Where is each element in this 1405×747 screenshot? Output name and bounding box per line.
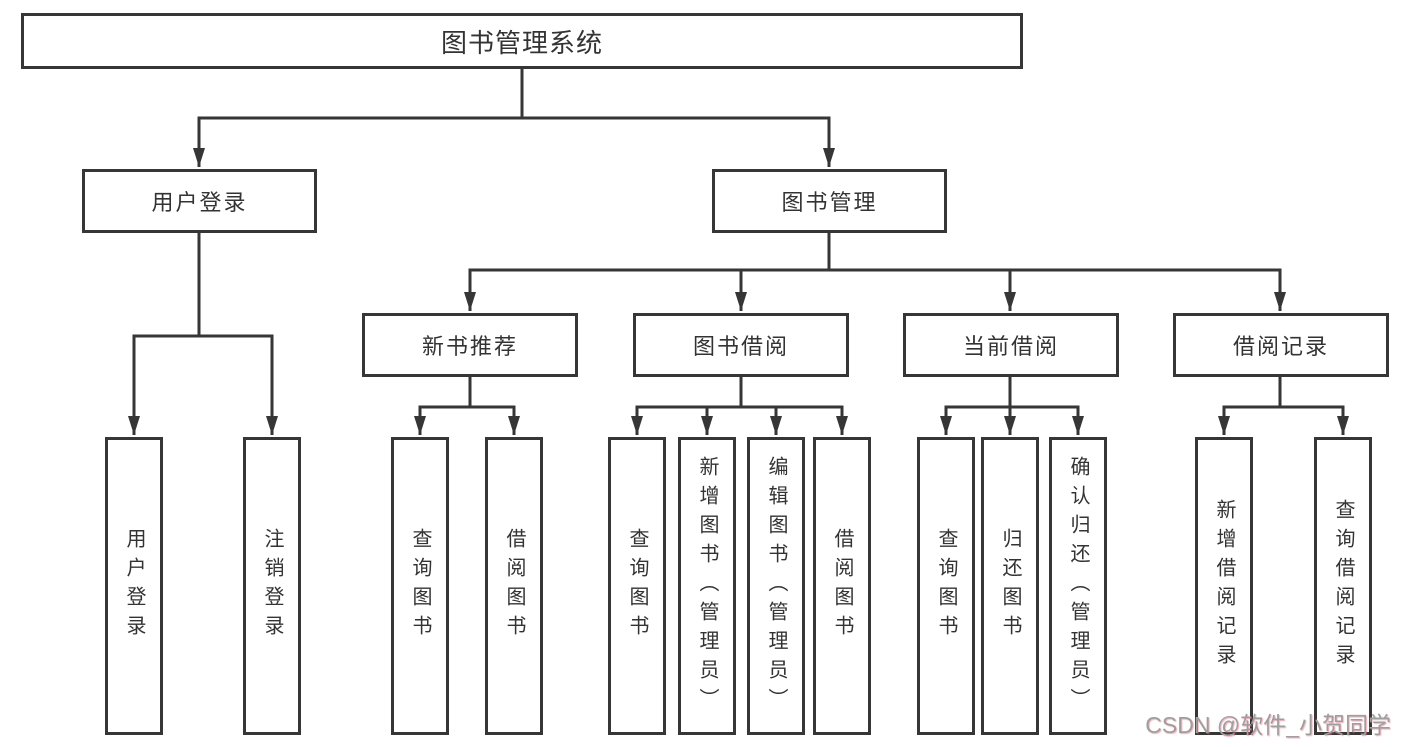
- node-label: 图书借阅: [692, 334, 789, 359]
- node-book-management: 图书管理: [712, 169, 947, 233]
- node-label: 确认归还（管理员）: [1067, 455, 1089, 717]
- node-label: 注销登录: [261, 528, 283, 644]
- leaf-borrow-books-borrow: 借阅图书: [813, 437, 871, 735]
- node-label: 查询图书: [935, 528, 957, 644]
- connector-book-management-children: [464, 231, 1286, 311]
- leaf-confirm-return-admin: 确认归还（管理员）: [1049, 437, 1107, 735]
- node-label: 新增图书（管理员）: [696, 455, 718, 717]
- leaf-query-books-borrow: 查询图书: [608, 437, 666, 735]
- node-label: 查询借阅记录: [1332, 499, 1354, 673]
- node-label: 图书管理: [781, 190, 878, 215]
- connector-user-login-children: [128, 231, 278, 435]
- connector-borrow-records-children: [1218, 375, 1349, 435]
- node-borrow-records: 借阅记录: [1173, 313, 1389, 377]
- node-label: 借阅图书: [503, 528, 525, 644]
- node-label: 查询图书: [626, 528, 648, 644]
- node-label: 用户登录: [123, 528, 145, 644]
- node-user-login: 用户登录: [82, 169, 317, 233]
- leaf-borrow-books-recommend: 借阅图书: [485, 437, 543, 735]
- node-label: 当前借阅: [962, 334, 1059, 359]
- leaf-query-books-recommend: 查询图书: [391, 437, 449, 735]
- leaf-logout: 注销登录: [243, 437, 301, 735]
- connector-book-borrow-children: [631, 375, 848, 435]
- node-label: 图书管理系统: [440, 27, 603, 58]
- node-library-management-system: 图书管理系统: [21, 13, 1023, 69]
- leaf-edit-book-admin: 编辑图书（管理员）: [747, 437, 805, 735]
- node-label: 新书推荐: [421, 334, 518, 359]
- node-label: 借阅记录: [1232, 334, 1329, 359]
- leaf-add-borrow-record: 新增借阅记录: [1195, 437, 1253, 735]
- connector-new-book-recommend-children: [414, 375, 520, 435]
- leaf-return-book: 归还图书: [981, 437, 1039, 735]
- node-label: 借阅图书: [831, 528, 853, 644]
- node-book-borrow: 图书借阅: [633, 313, 849, 377]
- leaf-query-borrow-record: 查询借阅记录: [1314, 437, 1372, 735]
- csdn-watermark: CSDN @软件_小贺同学: [1145, 712, 1391, 738]
- leaf-add-book-admin: 新增图书（管理员）: [678, 437, 736, 735]
- node-current-borrow: 当前借阅: [903, 313, 1119, 377]
- node-label: 归还图书: [999, 528, 1021, 644]
- leaf-user-login: 用户登录: [105, 437, 163, 735]
- node-new-book-recommend: 新书推荐: [362, 313, 578, 377]
- node-label: 新增借阅记录: [1213, 499, 1235, 673]
- node-label: 查询图书: [409, 528, 431, 644]
- node-label: 编辑图书（管理员）: [765, 455, 787, 717]
- leaf-query-books-current: 查询图书: [917, 437, 975, 735]
- connector-root-to-level2: [193, 67, 835, 167]
- connector-current-borrow-children: [940, 375, 1084, 435]
- node-label: 用户登录: [151, 190, 248, 215]
